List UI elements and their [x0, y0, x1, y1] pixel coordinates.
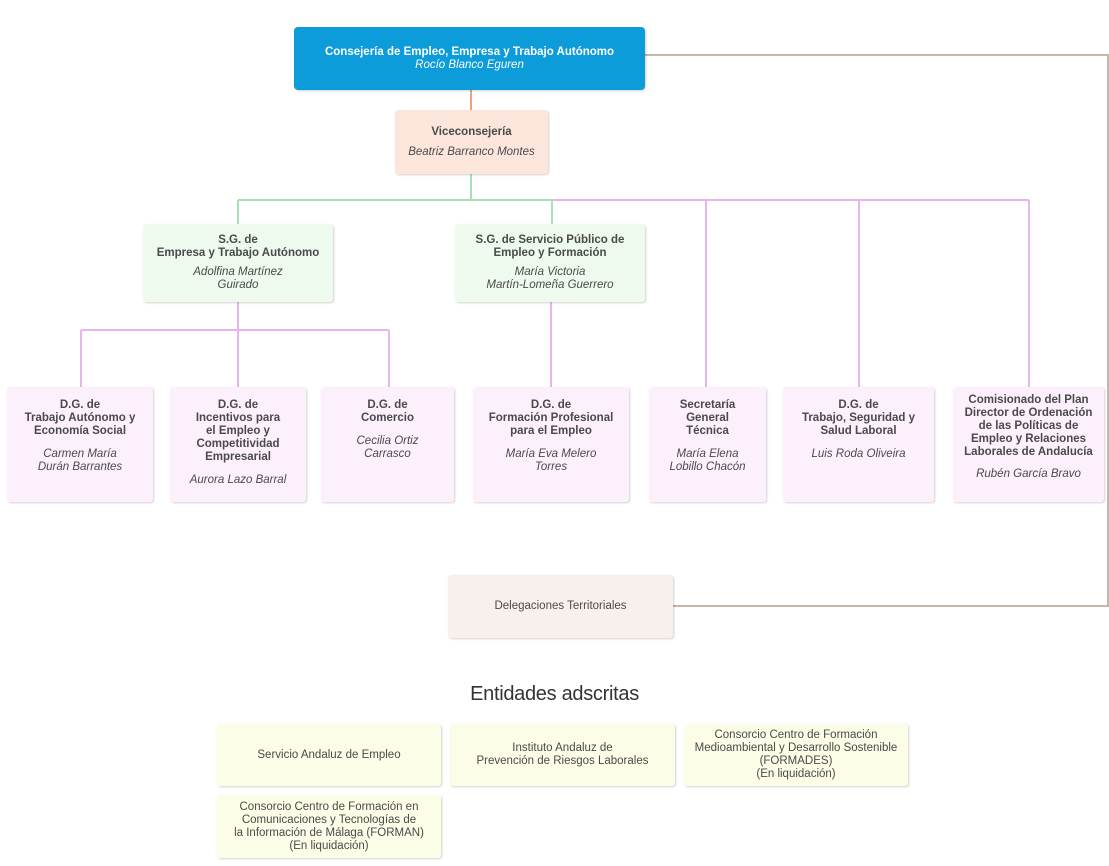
sg-empresa-box[interactable]: S.G. de Empresa y Trabajo Autónomo Adolf…: [143, 224, 333, 302]
connector-delegaciones: [645, 54, 1109, 607]
sg-empresa-person: Adolfina Martínez Guirado: [193, 266, 283, 291]
entidad-sae-box[interactable]: Servicio Andaluz de Empleo: [217, 724, 441, 786]
dg-seguridad-laboral-box[interactable]: D.G. de Trabajo, Seguridad y Salud Labor…: [783, 387, 934, 502]
dg-comercio-title: D.G. de Comercio: [360, 399, 415, 424]
consejeria-title: Consejería de Empleo, Empresa y Trabajo …: [324, 45, 615, 58]
dg-incentivos-person: Aurora Lazo Barral: [189, 474, 287, 486]
consejeria-box[interactable]: Consejería de Empleo, Empresa y Trabajo …: [294, 27, 645, 90]
dg-comercio-person: Cecilia Ortiz Carrasco: [356, 435, 419, 460]
entidad-formades-box[interactable]: Consorcio Centro de Formación Medioambie…: [684, 724, 908, 786]
dg-comercio-box[interactable]: D.G. de Comercio Cecilia Ortiz Carrasco: [321, 387, 454, 502]
comisionado-person: Rubén García Bravo: [976, 468, 1081, 480]
entidad-forman-box[interactable]: Consorcio Centro de Formación en Comunic…: [217, 795, 441, 858]
dg-formacion-title: D.G. de Formación Profesional para el Em…: [488, 399, 614, 437]
sg-empresa-title: S.G. de Empresa y Trabajo Autónomo: [156, 234, 320, 259]
entidad-formades-label: Consorcio Centro de Formación Medioambie…: [694, 729, 898, 780]
sg-servicio-publico-box[interactable]: S.G. de Servicio Público de Empleo y For…: [455, 224, 645, 302]
dg-trabajo-autonomo-title: D.G. de Trabajo Autónomo y Economía Soci…: [24, 399, 136, 437]
sg-servicio-publico-title: S.G. de Servicio Público de Empleo y For…: [475, 234, 625, 259]
dg-incentivos-box[interactable]: D.G. de Incentivos para el Empleo y Comp…: [170, 387, 306, 502]
entidad-iaprl-label: Instituto Andaluz de Prevención de Riesg…: [476, 742, 649, 767]
dg-formacion-box[interactable]: D.G. de Formación Profesional para el Em…: [473, 387, 629, 502]
dg-trabajo-autonomo-person: Carmen María Durán Barrantes: [37, 448, 123, 473]
delegaciones-box[interactable]: Delegaciones Territoriales: [448, 575, 673, 638]
secretaria-general-tecnica-box[interactable]: Secretaría General Técnica María Elena L…: [649, 387, 766, 502]
dg-seguridad-laboral-person: Luis Roda Oliveira: [811, 448, 906, 460]
dg-incentivos-title: D.G. de Incentivos para el Empleo y Comp…: [195, 399, 281, 463]
entidad-forman-label: Consorcio Centro de Formación en Comunic…: [234, 800, 424, 852]
delegaciones-label: Delegaciones Territoriales: [494, 600, 627, 612]
viceconsejeria-box[interactable]: Viceconsejería Beatriz Barranco Montes: [395, 110, 548, 174]
consejeria-person: Rocío Blanco Eguren: [415, 58, 524, 71]
entidades-heading: Entidades adscritas: [470, 683, 639, 705]
comisionado-title: Comisionado del Plan Director de Ordenac…: [964, 394, 1093, 458]
entidad-iaprl-box[interactable]: Instituto Andaluz de Prevención de Riesg…: [450, 724, 675, 786]
viceconsejeria-title: Viceconsejería: [431, 125, 512, 138]
dg-seguridad-laboral-title: D.G. de Trabajo, Seguridad y Salud Labor…: [801, 399, 916, 437]
entidad-sae-label: Servicio Andaluz de Empleo: [257, 748, 401, 761]
comisionado-box[interactable]: Comisionado del Plan Director de Ordenac…: [953, 387, 1104, 502]
sg-servicio-publico-person: María Victoria Martín-Lomeña Guerrero: [486, 266, 614, 291]
secretaria-general-tecnica-title: Secretaría General Técnica: [679, 399, 736, 437]
viceconsejeria-person: Beatriz Barranco Montes: [408, 145, 535, 158]
secretaria-general-tecnica-person: María Elena Lobillo Chacón: [669, 448, 746, 473]
dg-formacion-person: María Eva Melero Torres: [505, 448, 597, 473]
dg-trabajo-autonomo-box[interactable]: D.G. de Trabajo Autónomo y Economía Soci…: [7, 387, 153, 502]
